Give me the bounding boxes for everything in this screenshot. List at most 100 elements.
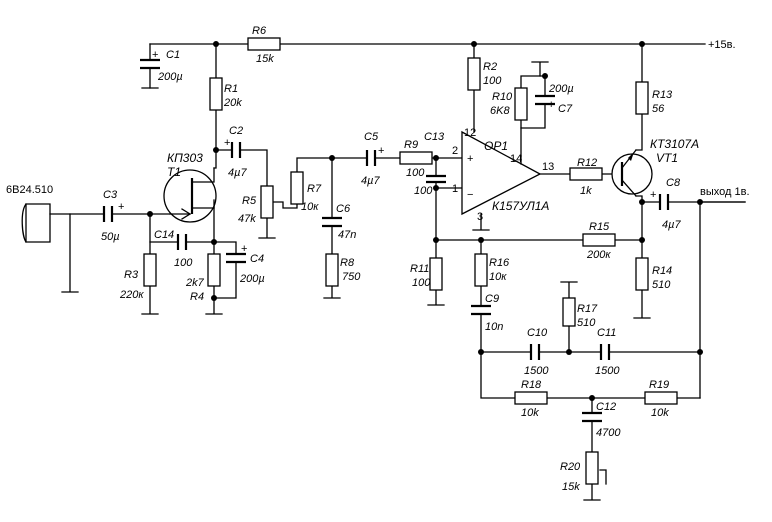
labels: +15в. 6В24.510 выход 1в. КП303 T1 КТ3107…	[6, 25, 750, 493]
r14-value: 510	[652, 279, 671, 291]
resistor-r5	[260, 185, 274, 219]
r4-name: R4	[190, 291, 204, 303]
r18-name: R18	[521, 379, 542, 391]
c3-name: C3	[103, 189, 118, 201]
resistor-r4	[207, 253, 221, 287]
c4-value: 200µ	[239, 273, 265, 285]
r8-name: R8	[340, 257, 355, 269]
capacitor-c9	[471, 304, 491, 316]
c5-name: C5	[364, 131, 379, 143]
c13-name: C13	[424, 131, 445, 143]
r7-value: 10к	[301, 201, 319, 213]
c8-value: 4µ7	[662, 219, 681, 231]
r6-name: R6	[252, 25, 267, 37]
input-connector	[21, 203, 51, 243]
r5-name: R5	[242, 195, 257, 207]
resistor-r19	[644, 391, 678, 405]
r1-name: R1	[224, 83, 238, 95]
capacitor-c13	[426, 174, 446, 184]
r15-name: R15	[589, 221, 610, 233]
c6-value: 47n	[338, 229, 356, 241]
c5-value: 4µ7	[361, 175, 380, 187]
r15-value: 200к	[586, 249, 611, 261]
wires	[49, 43, 746, 501]
opamp-pin-12: 12	[464, 127, 476, 139]
r12-name: R12	[577, 157, 597, 169]
opamp-plus-sign: +	[467, 153, 473, 165]
capacitor-c11	[599, 344, 611, 360]
r17-value: 510	[577, 317, 596, 329]
r18-value: 10k	[521, 407, 539, 419]
resistor-r6	[247, 37, 281, 51]
r2-value: 100	[483, 75, 502, 87]
c4-plus: +	[241, 243, 247, 255]
input-connector-label: 6В24.510	[6, 184, 53, 196]
resistor-r8	[325, 253, 339, 287]
r16-value: 10к	[489, 271, 507, 283]
c7-plus: +	[548, 99, 554, 111]
c14-name: C14	[154, 229, 174, 241]
r9-name: R9	[404, 139, 418, 151]
r20-value: 15k	[562, 481, 580, 493]
capacitor-c7	[535, 94, 555, 106]
c12-name: C12	[596, 401, 616, 413]
capacitor-c12	[582, 411, 602, 423]
r2-name: R2	[483, 61, 497, 73]
opamp-pin-13: 13	[542, 161, 554, 173]
supply-label: +15в.	[708, 39, 736, 51]
c5-plus: +	[378, 145, 384, 157]
r8-value: 750	[342, 271, 361, 283]
r4-value: 2k7	[185, 277, 205, 289]
c3-value: 50µ	[101, 231, 120, 243]
capacitor-c8	[658, 194, 670, 210]
capacitor-c6	[322, 216, 342, 228]
r7-name: R7	[307, 183, 322, 195]
transistor-vt1	[611, 149, 653, 197]
opamp-pin-1: 1	[452, 183, 458, 195]
r10-name: R10	[492, 91, 513, 103]
r13-value: 56	[652, 103, 665, 115]
c11-value: 1500	[595, 365, 620, 377]
c12-value: 4700	[596, 427, 621, 439]
c11-name: C11	[597, 327, 616, 339]
c1-plus: +	[152, 49, 158, 61]
opamp-pin-14: 14	[510, 153, 522, 165]
opamp-pin-3: 3	[477, 211, 483, 223]
r9-value: 100	[406, 167, 425, 179]
c3-plus: +	[118, 201, 124, 213]
vt1-name-label: VT1	[656, 151, 678, 165]
r19-name: R19	[649, 379, 669, 391]
resistor-r12	[569, 167, 603, 181]
transistor-t1	[163, 167, 217, 223]
r3-name: R3	[124, 269, 139, 281]
opamp-minus-sign: −	[467, 189, 473, 201]
c2-plus: +	[224, 137, 230, 149]
c8-name: C8	[666, 177, 681, 189]
capacitor-c5	[365, 150, 377, 166]
c10-name: C10	[527, 327, 548, 339]
resistor-r16	[474, 253, 488, 287]
resistor-r13	[635, 81, 649, 115]
r1-value: 20k	[223, 97, 242, 109]
r16-name: R16	[489, 257, 510, 269]
resistor-r3	[143, 253, 157, 287]
c8-plus: +	[650, 189, 656, 201]
c4-name: C4	[250, 253, 264, 265]
resistor-r10	[514, 87, 528, 121]
r14-name: R14	[652, 265, 672, 277]
output-label: выход 1в.	[700, 186, 750, 198]
junction-dots	[147, 41, 703, 401]
resistors	[143, 37, 678, 485]
opamp-op1	[461, 130, 542, 216]
r5-value: 47k	[238, 213, 256, 225]
resistor-r9	[399, 151, 433, 165]
r11-value: 100	[412, 277, 431, 289]
resistor-r14	[635, 257, 649, 291]
t1-type-label: КП303	[167, 151, 203, 165]
capacitor-c4	[226, 252, 246, 264]
c6-name: C6	[336, 203, 351, 215]
c9-value: 10n	[485, 321, 503, 333]
r19-value: 10k	[651, 407, 669, 419]
vt1-type-label: КТ3107А	[650, 137, 699, 151]
